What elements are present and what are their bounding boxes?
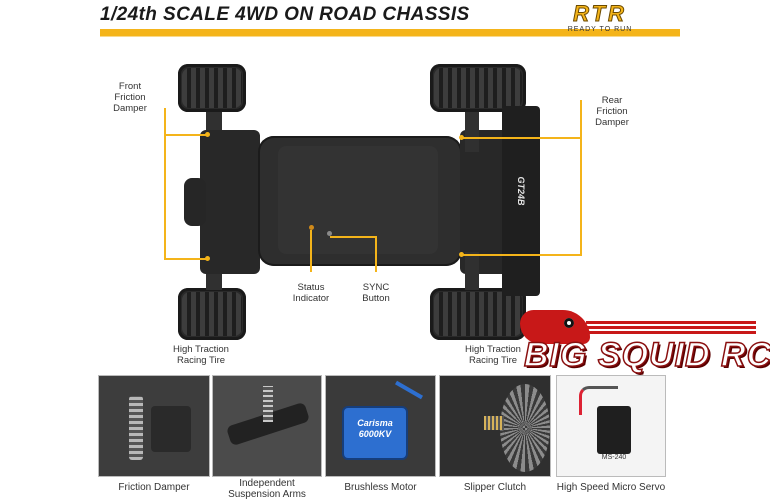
rtr-logo: RTR READY TO RUN [548,1,652,35]
squid-icon [520,310,590,344]
watermark-text: BIG SQUID RC [523,335,770,375]
feature-label-brushless-motor: Brushless Motor [344,482,417,493]
squid-eye-icon [564,318,574,328]
damper-spring-icon [129,396,143,460]
rear-suspension-bottom [465,252,479,290]
feature-thumb-slipper-clutch [439,375,551,477]
page-title: 1/24th SCALE 4WD ON ROAD CHASSIS [100,4,470,25]
feature-thumb-brushless-motor: Carisma 6000KV [325,375,436,477]
squid-tentacles-icon [586,320,756,334]
feature-thumb-suspension-arms [212,375,322,477]
rear-damper-top-mark [459,135,464,140]
rear-damper-bottom-mark [459,252,464,257]
feature-label-slipper-clutch: Slipper Clutch [463,482,527,493]
feature-thumb-friction-damper [98,375,210,477]
motor-kv: 6000KV [358,429,392,439]
rear-suspension-top [465,112,479,152]
clutch-spring-icon [484,416,504,430]
callout-tire-right: High Traction Racing Tire [465,344,521,366]
chassis-illustration: GT24B [160,60,540,345]
feature-label-friction-damper: Friction Damper [118,482,190,493]
tire-rear-left [430,64,526,112]
micro-servo-icon [597,406,631,454]
watermark-logo: BIG SQUID RC [520,300,770,380]
feature-label-suspension-arms: Independent Suspension Arms [228,478,306,500]
front-damper-top-mark [205,132,210,137]
title-underline [100,29,680,36]
leader-rear-damper-v [580,100,582,256]
leader-status-indicator [310,230,312,272]
leader-rear-damper-top [462,137,582,139]
leader-front-damper-v [164,108,166,260]
leader-front-damper-top [164,134,208,136]
front-bulkhead [200,130,260,274]
front-bumper [184,178,206,226]
callout-tire-left: High Traction Racing Tire [173,344,229,366]
rtr-logo-text: RTR [573,1,627,26]
feature-label-micro-servo: High Speed Micro Servo [556,482,666,493]
leader-front-damper-bottom [164,258,208,260]
spur-gear-icon [500,384,550,472]
servo-wires-icon [579,386,618,415]
feature-thumb-micro-servo: MS-240 [556,375,666,477]
tire-front-right [178,288,246,340]
callout-front-damper: Front Friction Damper [113,81,147,114]
brushless-motor-icon: Carisma 6000KV [342,406,408,460]
status-indicator-led [309,225,314,230]
tire-front-left [178,64,246,112]
leader-rear-damper-bottom [462,254,582,256]
sync-button [327,231,332,236]
front-damper-bottom-mark [205,256,210,261]
title-underline-fine [100,36,680,37]
servo-label: MS-240 [601,454,627,461]
tire-rear-right [430,288,526,340]
callout-sync-button: SYNC Button [362,282,390,304]
callout-status-indicator: Status Indicator [292,282,330,304]
callout-rear-damper: Rear Friction Damper [595,95,629,128]
wing-decal: GT24B [516,176,526,206]
leader-sync-button-h [330,236,376,238]
leader-sync-button-v [375,236,377,272]
motor-wire-icon [395,380,423,400]
suspension-spring-icon [263,386,273,422]
motor-brand: Carisma [357,418,393,428]
rtr-logo-subtext: READY TO RUN [567,26,633,33]
damper-body-icon [151,406,191,452]
